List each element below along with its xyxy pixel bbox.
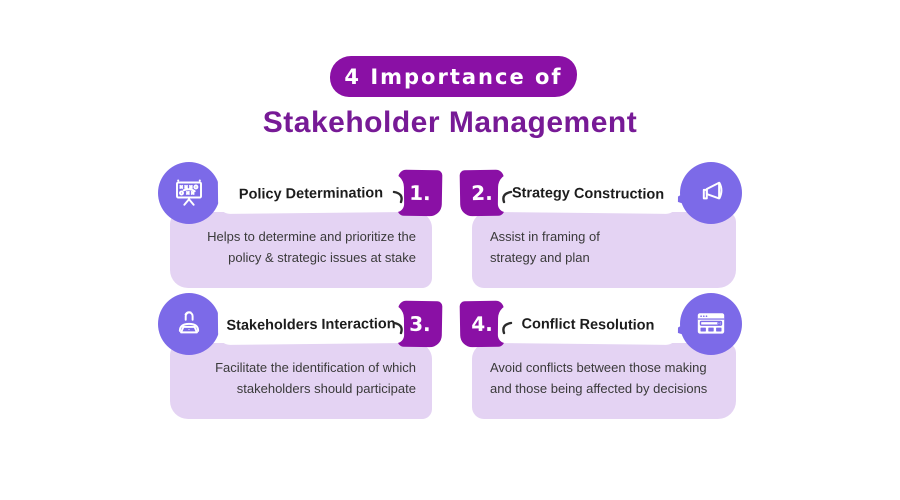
card-body-panel: Facilitate the identification of which s… — [170, 343, 432, 419]
page-title: Stakeholder Management — [262, 106, 638, 139]
card-title-banner: Stakeholders Interaction — [217, 304, 405, 345]
card-policy-determination: Helps to determine and prioritize the po… — [156, 162, 443, 292]
card-title: Stakeholders Interaction — [226, 315, 396, 334]
card-title: Policy Determination — [238, 184, 384, 203]
strategy-board-icon — [176, 179, 202, 206]
card-title-banner: Conflict Resolution — [497, 304, 679, 345]
card-title-banner: Policy Determination — [217, 173, 405, 214]
ribbon-curl-icon — [392, 321, 403, 335]
ribbon-curl-icon — [392, 190, 403, 204]
icon-bubble — [158, 293, 220, 355]
card-title: Conflict Resolution — [521, 315, 655, 334]
icon-bubble — [680, 293, 742, 355]
card-body-panel: Helps to determine and prioritize the po… — [170, 212, 432, 288]
megaphone-icon — [702, 181, 723, 200]
ribbon-curl-icon — [502, 321, 513, 335]
card-title: Strategy Construction — [511, 184, 665, 203]
card-description: Assist in framing of strategy and plan — [490, 229, 600, 265]
card-strategy-construction: Assist in framing of strategy and plan S… — [458, 162, 744, 292]
card-title-banner: Strategy Construction — [497, 173, 679, 214]
person-laptop-icon — [178, 311, 200, 334]
card-description: Helps to determine and prioritize the po… — [207, 229, 416, 265]
icon-bubble — [680, 162, 742, 224]
card-body-panel: Avoid conflicts between those making and… — [472, 343, 736, 419]
title-badge-label: 4 Importance of — [344, 64, 563, 89]
icon-bubble — [158, 162, 220, 224]
ribbon-curl-icon — [502, 190, 513, 204]
card-description: Facilitate the identification of which s… — [215, 360, 416, 396]
card-stakeholders-interaction: Facilitate the identification of which s… — [156, 293, 443, 423]
card-description: Avoid conflicts between those making and… — [490, 360, 708, 396]
browser-window-icon — [697, 313, 725, 334]
card-conflict-resolution: Avoid conflicts between those making and… — [458, 293, 744, 423]
title-badge: 4 Importance of — [330, 56, 577, 97]
card-body-panel: Assist in framing of strategy and plan — [472, 212, 736, 288]
